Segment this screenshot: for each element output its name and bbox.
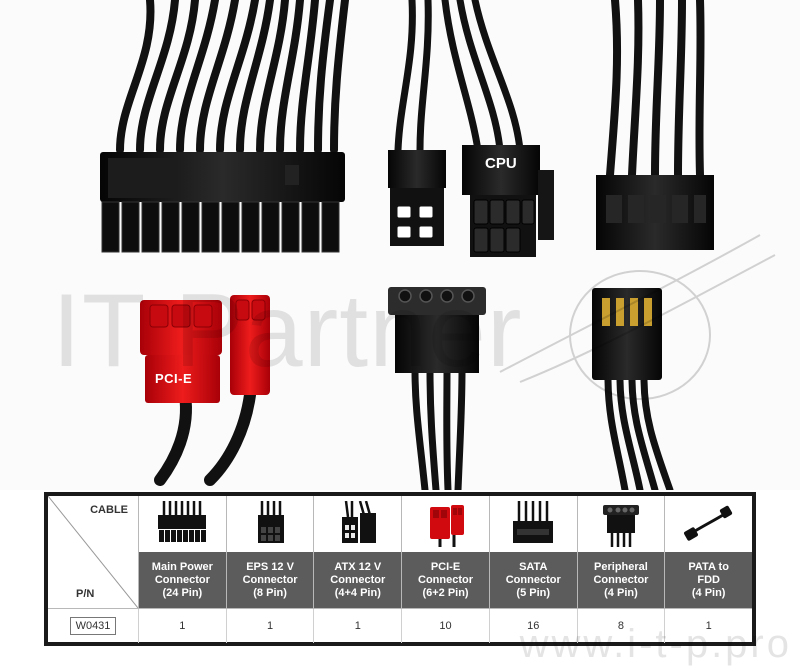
corner-diagonal (48, 496, 138, 608)
column-main-power: Main Power Connector (24 Pin) (138, 496, 226, 608)
quantity-row: W0431 1 1 1 10 16 8 1 (48, 608, 752, 643)
cpu-4plus4-connector: CPU (388, 0, 554, 257)
column-line2: Connector (154, 573, 210, 586)
atx-connector-icon (341, 501, 376, 543)
column-line1: Peripheral (594, 560, 648, 573)
qty-pcie: 10 (401, 609, 489, 643)
peripheral-molex-connector (388, 287, 486, 490)
column-line1: Main Power (151, 560, 213, 573)
column-line1: ATX 12 V (334, 560, 382, 573)
peripheral-connector-icon (602, 505, 639, 547)
column-line3: (24 Pin) (162, 586, 203, 599)
column-line1: PCI-E (430, 560, 461, 573)
column-line2: Connector (505, 573, 561, 586)
column-line2: Connector (593, 573, 649, 586)
sata-connector-icon (513, 501, 554, 543)
column-pcie: PCI-E Connector (6+2 Pin) (401, 496, 489, 608)
column-line2: Connector (242, 573, 298, 586)
column-peripheral: Peripheral Connector (4 Pin) (576, 496, 665, 608)
column-line3: (6+2 Pin) (422, 586, 469, 599)
floppy-fdd-connector (592, 288, 674, 490)
main-power-24pin-connector (100, 0, 349, 253)
qty-sata: 16 (488, 609, 577, 643)
qty-atx: 1 (313, 609, 401, 643)
qty-eps: 1 (225, 609, 314, 643)
column-pata-fdd: PATA to FDD (4 Pin) (664, 496, 753, 608)
pata-fdd-adapter-icon (683, 505, 732, 541)
column-line2: Connector (418, 573, 474, 586)
pcie-label: PCI-E (155, 371, 192, 386)
cpu-label: CPU (485, 155, 517, 172)
column-line2: Connector (330, 573, 386, 586)
column-atx: ATX 12 V Connector (4+4 Pin) (313, 496, 402, 608)
qty-peripheral: 8 (576, 609, 665, 643)
qty-pata-fdd: 1 (664, 609, 752, 643)
connector-photo: CPU (52, 0, 776, 490)
column-sata: SATA Connector (5 Pin) (488, 496, 577, 608)
table-corner-cell: CABLE P/N (48, 496, 138, 608)
column-line2: FDD (697, 573, 720, 586)
connector-columns: Main Power Connector (24 Pin) EPS 12 V C… (138, 496, 753, 608)
pcie-6plus2-connector: PCI-E (140, 295, 270, 486)
column-line1: EPS 12 V (246, 560, 294, 573)
pcie-connector-icon (429, 505, 464, 547)
column-line3: (4 Pin) (691, 586, 726, 599)
main-power-connector-icon (158, 501, 207, 542)
part-number: W0431 (69, 617, 117, 635)
column-line1: SATA (519, 560, 548, 573)
column-line3: (5 Pin) (516, 586, 551, 599)
column-line3: (4 Pin) (604, 586, 638, 599)
column-line3: (8 Pin) (253, 586, 287, 599)
cable-header-label: CABLE (90, 504, 128, 516)
connector-illustration: CPU (100, 0, 776, 490)
cable-spec-table: CABLE P/N Main Power (44, 492, 756, 646)
it-partner-logo-watermark (499, 234, 776, 400)
column-eps: EPS 12 V Connector (8 Pin) (225, 496, 314, 608)
column-line3: (4+4 Pin) (334, 586, 381, 599)
qty-main-power: 1 (138, 609, 226, 643)
sata-connector (596, 0, 714, 250)
eps-connector-icon (258, 501, 285, 543)
pn-header-label: P/N (76, 588, 95, 600)
column-line1: PATA to (688, 560, 729, 573)
